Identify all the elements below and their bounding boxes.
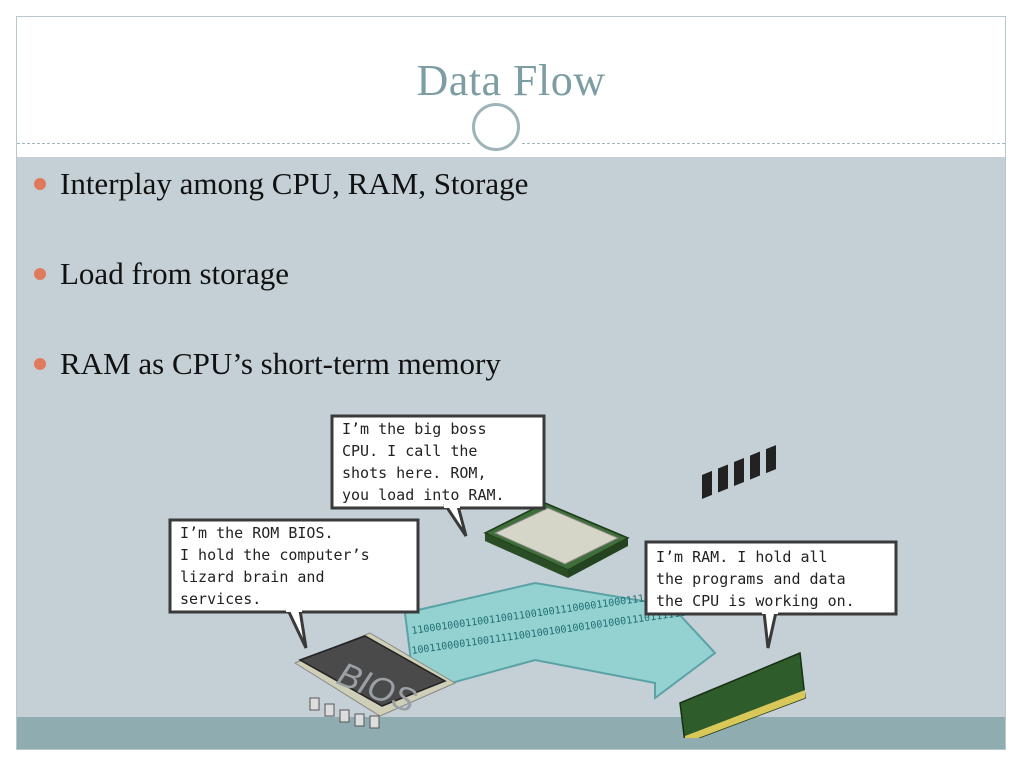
bullet-text: Interplay among CPU, RAM, Storage (60, 166, 529, 201)
bullet-dot-icon (34, 178, 46, 190)
bios-chip-icon: BIOS (293, 632, 457, 729)
divider-ring-inner (472, 103, 520, 151)
ram-bubble-line-1: I’m RAM. I hold all (656, 548, 828, 566)
cpu-bubble-line-4: you load into RAM. (342, 486, 505, 504)
slide-title: Data Flow (416, 56, 606, 105)
data-flow-diagram: 1100010001100110011001001110000110001111… (168, 414, 898, 738)
ram-bubble-line-2: the programs and data (656, 570, 846, 588)
bullet-text: RAM as CPU’s short-term memory (60, 346, 501, 381)
cpu-bubble-line-2: CPU. I call the (342, 442, 477, 460)
footer-band (17, 717, 1005, 749)
bullet-dot-icon (34, 268, 46, 280)
rom-speech-bubble: I’m the ROM BIOS. I hold the computer’s … (168, 518, 420, 649)
ram-bubble-line-3: the CPU is working on. (656, 592, 855, 610)
rom-bubble-line-3: lizard brain and (180, 568, 325, 586)
rom-bubble-line-1: I’m the ROM BIOS. (180, 524, 334, 542)
rom-bubble-line-4: services. (180, 590, 261, 608)
cpu-bubble-line-3: shots here. ROM, (342, 464, 487, 482)
bullet-list: Interplay among CPU, RAM, Storage Load f… (34, 162, 934, 432)
rom-bubble-line-2: I hold the computer’s (180, 546, 370, 564)
bullet-item: RAM as CPU’s short-term memory (34, 342, 934, 386)
cpu-chip-icon (483, 502, 630, 578)
bullet-dot-icon (34, 358, 46, 370)
bullet-text: Load from storage (60, 256, 289, 291)
bullet-item: Interplay among CPU, RAM, Storage (34, 162, 934, 206)
ram-speech-bubble: I’m RAM. I hold all the programs and dat… (644, 540, 898, 649)
bullet-item: Load from storage (34, 252, 934, 296)
ram-stick-icon (679, 445, 806, 738)
cpu-speech-bubble: I’m the big boss CPU. I call the shots h… (330, 414, 546, 537)
cpu-bubble-line-1: I’m the big boss (342, 420, 487, 438)
